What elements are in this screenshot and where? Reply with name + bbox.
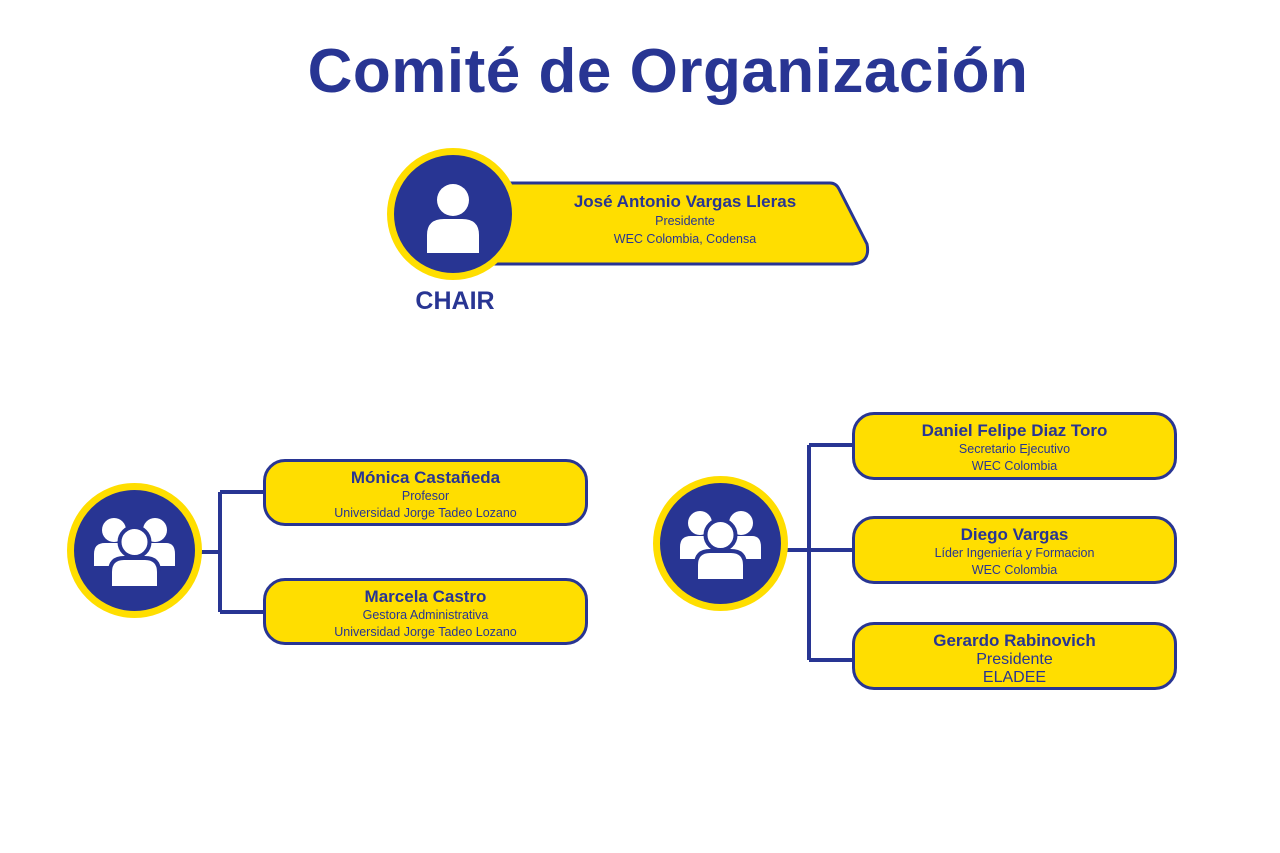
group-icon [680, 511, 761, 583]
member-name: Diego Vargas [960, 525, 1069, 544]
chair-role: Presidente [655, 214, 715, 228]
member-card-marcela: Marcela Castro Gestora Administrativa Un… [263, 578, 588, 645]
chair-name: José Antonio Vargas Lleras [573, 192, 797, 211]
member-org: WEC Colombia [971, 563, 1058, 577]
chair-info-text: José Antonio Vargas Lleras Presidente WE… [540, 192, 830, 248]
member-name: Mónica Castañeda [350, 468, 501, 487]
member-name: Daniel Felipe Diaz Toro [921, 421, 1108, 440]
group-icon [94, 518, 175, 590]
member-org: WEC Colombia [971, 459, 1058, 473]
member-role: Presidente [976, 651, 1053, 668]
member-name: Marcela Castro [364, 587, 487, 606]
member-role: Profesor [401, 489, 450, 503]
member-role: Secretario Ejecutivo [958, 442, 1071, 456]
chair-org: WEC Colombia, Codensa [613, 232, 757, 246]
page-title: Comité de Organización [307, 37, 1029, 106]
chair-avatar [387, 148, 519, 280]
chair-info-box [480, 181, 870, 266]
member-org: ELADEE [982, 669, 1047, 686]
member-org: Universidad Jorge Tadeo Lozano [334, 625, 517, 639]
member-card-gerardo: Gerardo Rabinovich Presidente ELADEE [852, 622, 1177, 690]
left-group-avatar [67, 483, 202, 618]
member-card-diego: Diego Vargas Líder Ingeniería y Formacio… [852, 516, 1177, 584]
member-role: Gestora Administrativa [362, 608, 489, 622]
right-group-avatar [653, 476, 788, 611]
member-card-daniel: Daniel Felipe Diaz Toro Secretario Ejecu… [852, 412, 1177, 480]
person-icon [427, 184, 479, 253]
chair-label: CHAIR [415, 287, 495, 315]
member-name: Gerardo Rabinovich [933, 631, 1096, 650]
member-org: Universidad Jorge Tadeo Lozano [334, 506, 517, 520]
member-card-monica: Mónica Castañeda Profesor Universidad Jo… [263, 459, 588, 526]
member-role: Líder Ingeniería y Formacion [934, 546, 1095, 560]
